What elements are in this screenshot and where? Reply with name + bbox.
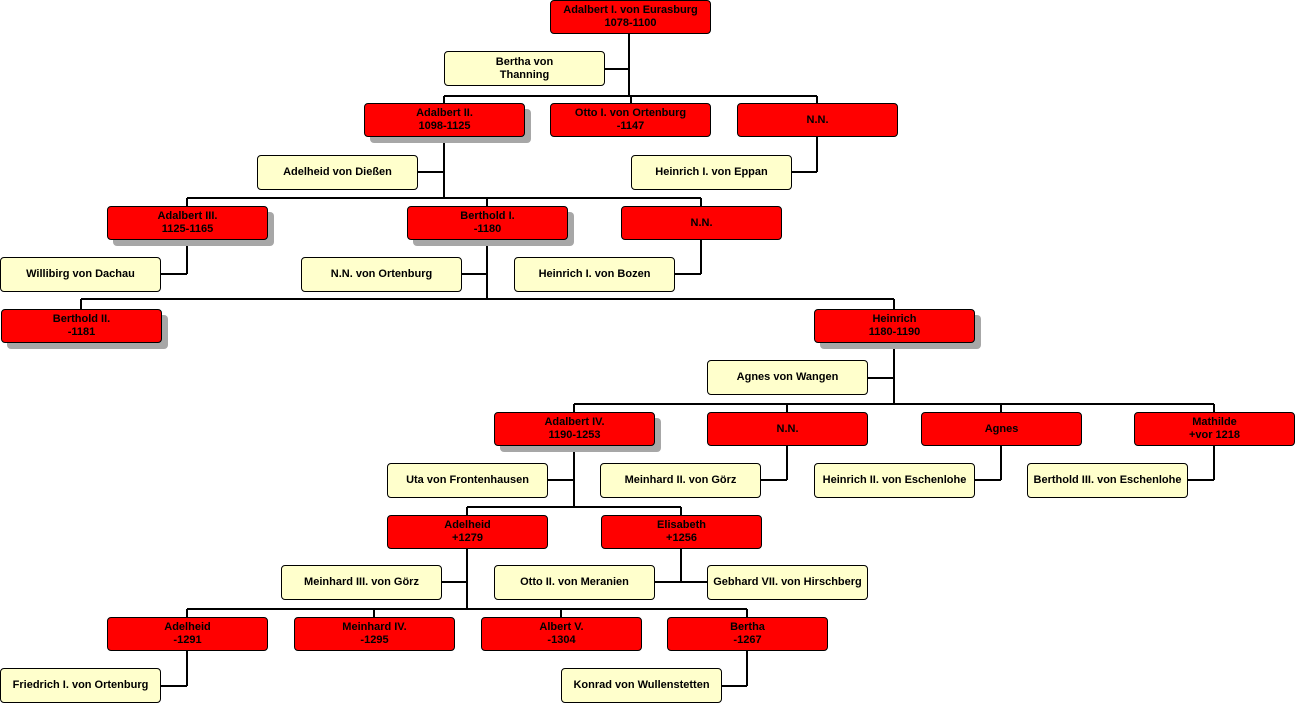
spouse-box: Konrad von Wullenstetten	[561, 668, 722, 703]
person-box: Mathilde+vor 1218	[1134, 412, 1295, 446]
person-box: Berthold II.-1181	[1, 309, 162, 343]
name-label: Adalbert I. von Eurasburg	[563, 4, 698, 16]
date-label: Thanning	[499, 68, 550, 81]
person-box: Adelheid+1279	[387, 515, 548, 549]
person-box: Bertha-1267	[667, 617, 828, 651]
name-label: Heinrich	[872, 313, 917, 325]
spouse-box: Meinhard II. von Görz	[600, 463, 761, 498]
date-label: 1078-1100	[604, 17, 657, 29]
name-label: Uta von Frontenhausen	[406, 474, 529, 486]
name-label: Adalbert II.	[416, 107, 473, 119]
spouse-box: Otto II. von Meranien	[494, 565, 655, 600]
date-label: -1267	[733, 634, 762, 646]
name-label: Heinrich II. von Eschenlohe	[822, 474, 967, 486]
person-box: Adalbert III.1125-1165	[107, 206, 268, 240]
name-label: Agnes	[984, 422, 1019, 435]
name-label: Konrad von Wullenstetten	[573, 679, 710, 691]
name-label: Adelheid	[444, 519, 491, 531]
spouse-box: Meinhard III. von Görz	[281, 565, 442, 600]
spouse-box: Berthold III. von Eschenlohe	[1027, 463, 1188, 498]
name-label: Heinrich I. von Eppan	[655, 166, 768, 178]
person-box: Agnes	[921, 412, 1082, 446]
name-label: Heinrich I. von Bozen	[538, 268, 651, 280]
name-label: Adelheid von Dießen	[283, 166, 392, 178]
date-label: -1295	[360, 634, 389, 646]
name-label: Meinhard II. von Görz	[624, 474, 737, 486]
date-label: +vor 1218	[1188, 429, 1241, 441]
person-box: N.N.	[621, 206, 782, 240]
name-label: Otto I. von Ortenburg	[574, 107, 687, 119]
name-label: Bertha	[730, 621, 765, 633]
person-box: Adelheid-1291	[107, 617, 268, 651]
spouse-box: Adelheid von Dießen	[257, 155, 418, 190]
name-label: Adalbert IV.	[544, 416, 605, 428]
person-box: Otto I. von Ortenburg-1147	[550, 103, 711, 137]
spouse-box: Friedrich I. von Ortenburg	[0, 668, 161, 703]
person-box: Meinhard IV.-1295	[294, 617, 455, 651]
name-label: Albert V.	[539, 621, 584, 633]
name-label: Otto II. von Meranien	[520, 576, 629, 588]
name-label: N.N. von Ortenburg	[330, 268, 433, 280]
name-label: Berthold III. von Eschenlohe	[1033, 474, 1182, 486]
spouse-box: Heinrich I. von Eppan	[631, 155, 792, 190]
name-label: Meinhard IV.	[342, 621, 407, 633]
spouse-box: Heinrich I. von Bozen	[514, 257, 675, 292]
date-label: +1256	[666, 532, 697, 544]
name-label: Adelheid	[164, 621, 211, 633]
spouse-box: Agnes von Wangen	[707, 360, 868, 395]
date-label: -1147	[616, 120, 645, 132]
spouse-box: N.N. von Ortenburg	[301, 257, 462, 292]
name-label: Bertha von	[495, 55, 554, 68]
spouse-box: Gebhard VII. von Hirschberg	[707, 565, 868, 600]
person-box: Albert V.-1304	[481, 617, 642, 651]
person-box: Berthold I.-1180	[407, 206, 568, 240]
date-label: -1304	[547, 634, 576, 646]
name-label: Mathilde	[1192, 416, 1237, 428]
date-label: 1125-1165	[161, 223, 214, 235]
name-label: N.N.	[806, 113, 829, 126]
name-label: Willibirg von Dachau	[26, 268, 135, 280]
spouse-box: Heinrich II. von Eschenlohe	[814, 463, 975, 498]
person-box: N.N.	[737, 103, 898, 137]
name-label: Agnes von Wangen	[736, 371, 839, 383]
name-label: N.N.	[690, 216, 713, 229]
name-label: Elisabeth	[657, 519, 706, 531]
date-label: 1098-1125	[418, 120, 471, 132]
name-label: Friedrich I. von Ortenburg	[12, 679, 149, 691]
name-label: Gebhard VII. von Hirschberg	[713, 576, 862, 588]
name-label: Meinhard III. von Görz	[304, 576, 419, 588]
person-box: Adalbert II.1098-1125	[364, 103, 525, 137]
person-box: Elisabeth+1256	[601, 515, 762, 549]
name-label: N.N.	[776, 422, 799, 435]
spouse-box: Willibirg von Dachau	[0, 257, 161, 292]
person-box: N.N.	[707, 412, 868, 446]
date-label: 1180-1190	[868, 326, 921, 338]
date-label: -1181	[67, 326, 96, 338]
date-label: -1180	[473, 223, 502, 235]
name-label: Adalbert III.	[157, 210, 218, 222]
date-label: 1190-1253	[548, 429, 601, 441]
name-label: Berthold II.	[52, 313, 111, 325]
person-box: Adalbert IV.1190-1253	[494, 412, 655, 446]
name-label: Berthold I.	[460, 210, 515, 222]
date-label: -1291	[173, 634, 202, 646]
spouse-box: Uta von Frontenhausen	[387, 463, 548, 498]
date-label: +1279	[452, 532, 483, 544]
